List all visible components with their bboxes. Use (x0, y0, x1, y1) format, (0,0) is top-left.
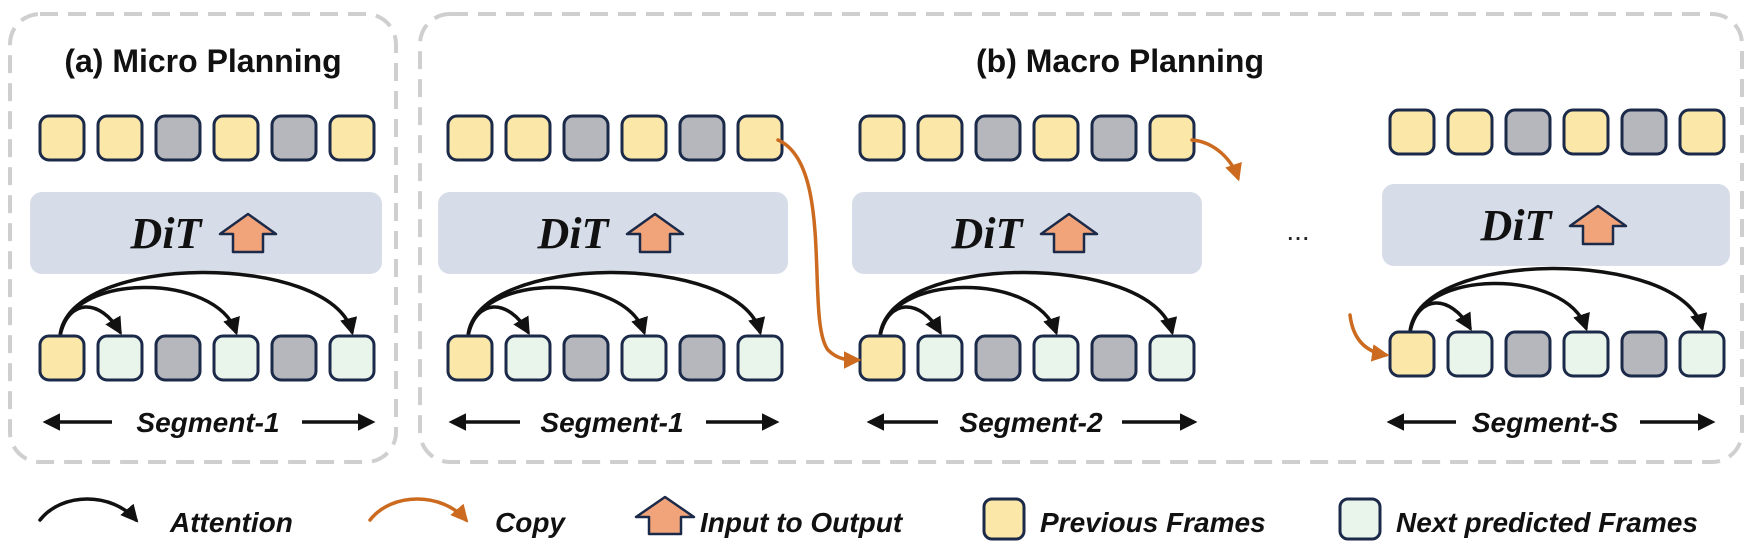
legend-attention-arrow (38, 497, 139, 523)
top-frame-gray (974, 114, 1022, 162)
top-frame-previous (212, 114, 260, 162)
top-frame-gray (270, 114, 318, 162)
segment-label: Segment-2 (959, 407, 1103, 438)
top-frame-previous (620, 114, 668, 162)
attention-arrow (878, 270, 1178, 338)
bottom-frame-next (1562, 330, 1610, 378)
legend-previous-frame-swatch (982, 497, 1026, 541)
bottom-frame-previous (858, 334, 906, 382)
legend-attention-label: Attention (169, 507, 293, 538)
bottom-frame-previous (446, 334, 494, 382)
top-frame-previous (916, 114, 964, 162)
top-frame-previous (1388, 108, 1436, 156)
bottom-frame-next (96, 334, 144, 382)
segment-group-macro-2: DiT Segment-2 (852, 114, 1202, 438)
segment-label: Segment-1 (136, 407, 279, 438)
dit-label: DiT (130, 209, 204, 258)
bottom-frame-previous (1388, 330, 1436, 378)
micro-planning-title: (a) Micro Planning (64, 43, 341, 79)
top-frame-previous (328, 114, 376, 162)
dit-block (30, 192, 382, 274)
dit-block (1382, 184, 1730, 266)
top-frame-gray (1504, 108, 1552, 156)
segment-label: Segment-S (1472, 407, 1619, 438)
top-frame-previous (446, 114, 494, 162)
bottom-frame-previous (38, 334, 86, 382)
bottom-frame-next (620, 334, 668, 382)
top-frame-previous (736, 114, 784, 162)
top-frame-gray (562, 114, 610, 162)
top-frame-previous (1032, 114, 1080, 162)
legend-input-to-output-icon (634, 495, 696, 536)
copy-arrow-segment-1-to-2 (776, 138, 862, 369)
top-frame-gray (678, 114, 726, 162)
dit-block (438, 192, 788, 274)
macro-planning-title: (b) Macro Planning (976, 43, 1264, 79)
bottom-frame-gray (1090, 334, 1138, 382)
bottom-frame-gray (270, 334, 318, 382)
top-frame-previous (96, 114, 144, 162)
legend-next-frame-swatch (1338, 497, 1382, 541)
top-frame-gray (154, 114, 202, 162)
legend-next-frames-label: Next predicted Frames (1396, 507, 1698, 538)
copy-arrow-segment-2-out (1190, 138, 1242, 182)
segment-label: Segment-1 (540, 407, 683, 438)
bottom-frame-next (504, 334, 552, 382)
bottom-frame-next (328, 334, 376, 382)
input-to-output-arrow-icon (625, 212, 685, 254)
bottom-frame-gray (974, 334, 1022, 382)
top-frame-previous (1678, 108, 1726, 156)
attention-arrow (1408, 266, 1708, 334)
legend-previous-frames-label: Previous Frames (1040, 507, 1266, 538)
bottom-frame-gray (562, 334, 610, 382)
legend: Attention Copy Input to Output Previous … (38, 495, 1698, 541)
legend-copy-label: Copy (495, 507, 566, 538)
segment-group-macro-1: DiT Segment-1 (438, 114, 788, 438)
dit-block (852, 192, 1202, 274)
bottom-frame-gray (154, 334, 202, 382)
top-frame-previous (1148, 114, 1196, 162)
dit-label: DiT (1480, 201, 1554, 250)
legend-copy-arrow (368, 497, 469, 523)
top-frame-previous (504, 114, 552, 162)
input-to-output-arrow-icon (1568, 204, 1628, 246)
bottom-frame-next (916, 334, 964, 382)
input-to-output-arrow-icon (1039, 212, 1099, 254)
attention-arrow (466, 270, 766, 338)
bottom-frame-next (212, 334, 260, 382)
top-frame-previous (1562, 108, 1610, 156)
bottom-frame-gray (678, 334, 726, 382)
bottom-frame-next (1446, 330, 1494, 378)
segment-group-micro-1: DiT Segment-1 (30, 114, 382, 438)
attention-arrow (58, 270, 358, 338)
bottom-frame-gray (1620, 330, 1668, 378)
ellipsis: ... (1286, 215, 1309, 246)
bottom-frame-next (736, 334, 784, 382)
top-frame-previous (858, 114, 906, 162)
segment-group-macro-s: DiT Segment-S (1382, 108, 1730, 438)
bottom-frame-next (1678, 330, 1726, 378)
copy-arrow-into-segment-s (1348, 313, 1390, 362)
legend-input-to-output-label: Input to Output (700, 507, 904, 538)
input-to-output-arrow-icon (218, 212, 278, 254)
top-frame-previous (1446, 108, 1494, 156)
bottom-frame-gray (1504, 330, 1552, 378)
bottom-frame-next (1148, 334, 1196, 382)
top-frame-gray (1620, 108, 1668, 156)
top-frame-gray (1090, 114, 1138, 162)
top-frame-previous (38, 114, 86, 162)
dit-label: DiT (537, 209, 611, 258)
dit-label: DiT (951, 209, 1025, 258)
bottom-frame-next (1032, 334, 1080, 382)
